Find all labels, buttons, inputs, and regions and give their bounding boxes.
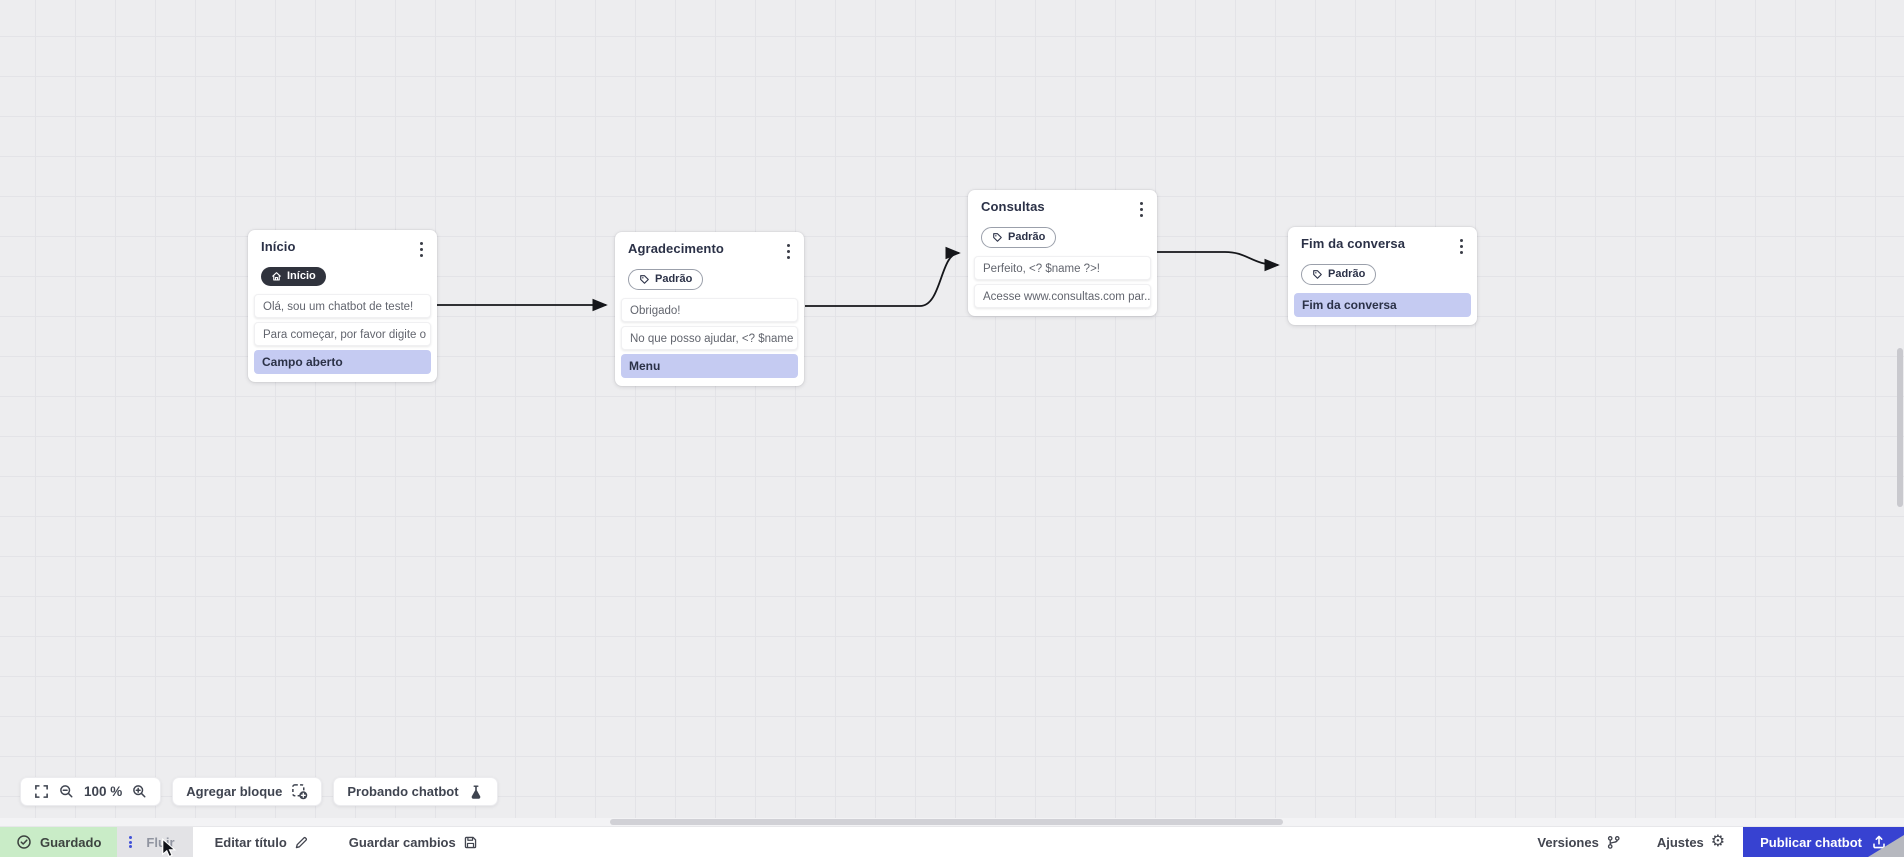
node-type-badge: Início — [261, 267, 326, 287]
node-menu-icon[interactable] — [1456, 236, 1467, 257]
node-type-badge: Padrão — [628, 269, 704, 291]
edge-consultas-fim — [1157, 251, 1280, 272]
edit-title-button[interactable]: Editar título — [215, 827, 309, 857]
page-corner-fold — [1868, 835, 1904, 857]
node-title: Início — [261, 239, 296, 254]
add-block-button[interactable]: Agregar bloque — [172, 777, 323, 806]
test-chatbot-button[interactable]: Probando chatbot — [333, 777, 498, 806]
message-block[interactable]: No que posso ajudar, <? $name ... — [621, 326, 798, 351]
save-changes-button[interactable]: Guardar cambios — [349, 827, 478, 857]
flow-node-agradecimento[interactable]: Agradecimento Padrão Obrigado! No que po… — [615, 232, 804, 387]
pencil-icon — [295, 836, 307, 848]
add-block-label: Agregar bloque — [186, 784, 283, 799]
zoom-level: 100 % — [84, 784, 123, 799]
versions-label: Versiones — [1537, 834, 1599, 850]
message-block[interactable]: Para começar, por favor digite o ... — [254, 322, 431, 347]
badge-label: Padrão — [655, 273, 693, 286]
test-chatbot-label: Probando chatbot — [347, 784, 459, 799]
bottom-bar-right: Versiones Ajustes ⚙ Publicar chatbot — [1519, 827, 1904, 857]
tag-icon — [1313, 270, 1322, 280]
node-title: Fim da conversa — [1301, 236, 1406, 251]
message-block[interactable]: Olá, sou um chatbot de teste! — [254, 294, 431, 319]
badge-label: Início — [287, 270, 316, 283]
node-menu-icon[interactable] — [1136, 199, 1147, 220]
flow-tab-label: Fluir — [146, 834, 175, 850]
vertical-scrollbar-thumb[interactable] — [1897, 348, 1903, 507]
node-type-badge: Padrão — [1301, 264, 1377, 286]
node-title: Agradecimento — [628, 241, 724, 256]
drag-handle-icon[interactable] — [129, 835, 133, 850]
add-block-icon — [292, 784, 308, 800]
flow-node-inicio[interactable]: Início Início Olá, sou um chatbot de tes… — [248, 230, 437, 383]
gear-icon: ⚙ — [1710, 833, 1726, 850]
horizontal-scrollbar-thumb[interactable] — [610, 819, 1283, 825]
badge-label: Padrão — [1328, 268, 1366, 281]
save-changes-label: Guardar cambios — [348, 834, 456, 850]
message-block[interactable]: Acesse www.consultas.com par... — [974, 284, 1151, 309]
settings-label: Ajustes — [1656, 834, 1704, 850]
publish-label: Publicar chatbot — [1760, 834, 1862, 850]
badge-label: Padrão — [1008, 231, 1046, 244]
output-block[interactable]: Menu — [621, 354, 798, 379]
canvas-toolbar: 100 % Agregar bloque Probando chatbot — [20, 777, 498, 806]
zoom-controls: 100 % — [20, 777, 162, 806]
edit-title-label: Editar título — [214, 834, 287, 850]
flask-icon — [471, 785, 480, 799]
zoom-in-icon[interactable] — [132, 784, 147, 799]
output-block[interactable]: Campo aberto — [254, 350, 431, 375]
save-icon — [464, 836, 476, 848]
home-icon — [272, 272, 281, 281]
flow-node-consultas[interactable]: Consultas Padrão Perfeito, <? $name ?>! … — [968, 190, 1157, 317]
versions-button[interactable]: Versiones — [1519, 827, 1638, 857]
tag-icon — [640, 275, 649, 285]
message-block[interactable]: Obrigado! — [621, 298, 798, 323]
bottom-bar: Guardado Fluir Editar título Guardar cam… — [0, 826, 1904, 857]
saved-status-badge: Guardado — [0, 827, 118, 857]
tag-icon — [993, 233, 1002, 243]
check-circle-icon — [17, 835, 31, 849]
edge-agradecimento-consultas — [805, 246, 961, 307]
flow-node-fim-da-conversa[interactable]: Fim da conversa Padrão Fim da conversa — [1288, 227, 1477, 326]
fullscreen-icon[interactable] — [34, 784, 49, 799]
settings-button[interactable]: Ajustes ⚙ — [1639, 827, 1743, 857]
message-block[interactable]: Perfeito, <? $name ?>! — [974, 256, 1151, 281]
node-menu-icon[interactable] — [783, 241, 794, 262]
tab-flow[interactable]: Fluir — [117, 827, 193, 857]
node-type-badge: Padrão — [981, 227, 1057, 249]
node-title: Consultas — [981, 199, 1045, 214]
zoom-out-icon[interactable] — [59, 784, 74, 799]
node-menu-icon[interactable] — [416, 239, 427, 260]
saved-status-label: Guardado — [40, 834, 102, 850]
output-block[interactable]: Fim da conversa — [1294, 293, 1471, 318]
git-branch-icon — [1607, 835, 1620, 849]
